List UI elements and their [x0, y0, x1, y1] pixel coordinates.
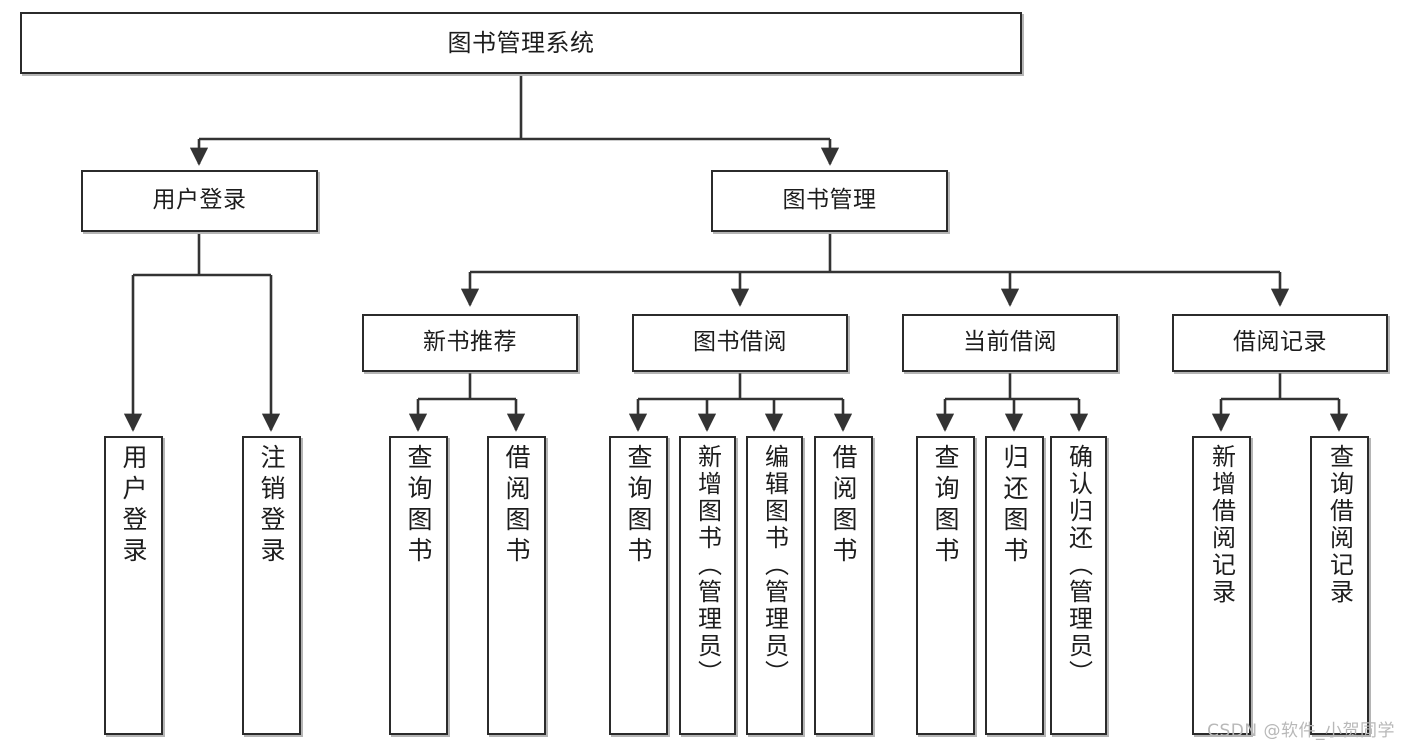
node-label: 用户登录: [152, 187, 247, 214]
leaf-borrow-book[interactable]: 借阅图书: [814, 436, 873, 735]
node-label: 注销登录: [257, 444, 286, 568]
leaf-add-borrow-record[interactable]: 新增借阅记录: [1192, 436, 1251, 735]
node-label: 归还图书: [1000, 444, 1029, 568]
node-current-borrow[interactable]: 当前借阅: [902, 314, 1118, 372]
node-label: 查询图书: [931, 444, 960, 568]
node-label: 新书推荐: [423, 329, 517, 356]
node-label: 编辑图书（管理员）: [760, 444, 789, 687]
node-label: 当前借阅: [963, 329, 1057, 356]
leaf-add-book-admin[interactable]: 新增图书（管理员）: [679, 436, 736, 735]
node-label: 查询图书: [624, 444, 653, 568]
leaf-confirm-return-admin[interactable]: 确认归还（管理员）: [1050, 436, 1107, 735]
node-label: 用户登录: [119, 444, 148, 568]
node-label: 借阅图书: [502, 444, 531, 568]
node-label: 借阅图书: [829, 444, 858, 568]
leaf-query-borrow-record[interactable]: 查询借阅记录: [1310, 436, 1369, 735]
node-new-book-recommendation[interactable]: 新书推荐: [362, 314, 578, 372]
node-label: 新增图书（管理员）: [693, 444, 722, 687]
leaf-return-book[interactable]: 归还图书: [985, 436, 1044, 735]
node-book-management[interactable]: 图书管理: [711, 170, 948, 232]
leaf-edit-book-admin[interactable]: 编辑图书（管理员）: [746, 436, 803, 735]
leaf-query-book-recommend[interactable]: 查询图书: [389, 436, 448, 735]
leaf-logout-login[interactable]: 注销登录: [242, 436, 301, 735]
node-label: 新增借阅记录: [1207, 444, 1236, 606]
node-label: 图书借阅: [693, 329, 787, 356]
node-label: 借阅记录: [1233, 329, 1327, 356]
node-book-borrow[interactable]: 图书借阅: [632, 314, 848, 372]
leaf-user-login[interactable]: 用户登录: [104, 436, 163, 735]
node-label: 图书管理系统: [447, 28, 595, 57]
node-label: 确认归还（管理员）: [1064, 444, 1093, 687]
node-label: 图书管理: [782, 187, 877, 214]
node-user-login[interactable]: 用户登录: [81, 170, 318, 232]
leaf-borrow-book-recommend[interactable]: 借阅图书: [487, 436, 546, 735]
node-label: 查询借阅记录: [1325, 444, 1354, 606]
node-borrow-record[interactable]: 借阅记录: [1172, 314, 1388, 372]
watermark: CSDN @软件_小贺同学: [1207, 721, 1395, 741]
leaf-query-book-current[interactable]: 查询图书: [916, 436, 975, 735]
node-root-book-management-system[interactable]: 图书管理系统: [20, 12, 1022, 74]
leaf-query-book-borrow[interactable]: 查询图书: [609, 436, 668, 735]
node-label: 查询图书: [404, 444, 433, 568]
